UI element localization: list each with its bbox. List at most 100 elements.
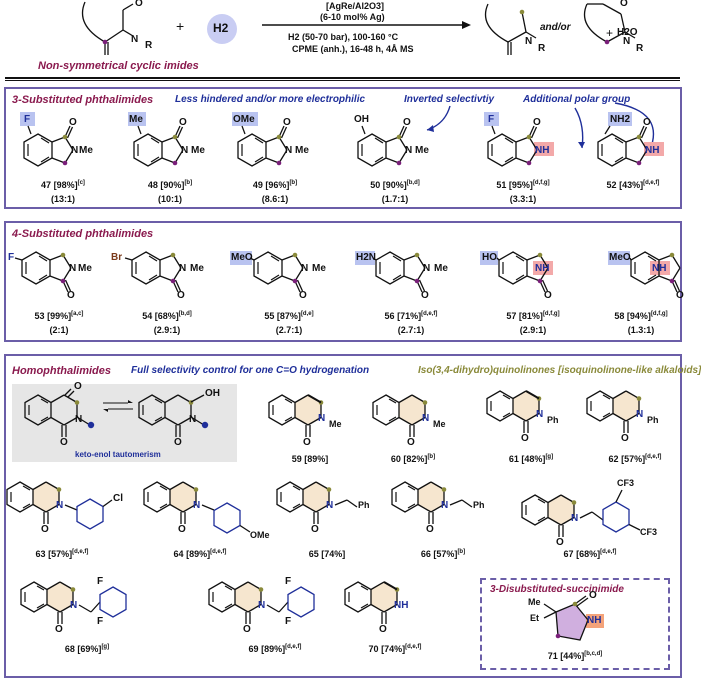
mol54-o: O	[177, 290, 185, 301]
molecule-51	[484, 112, 554, 167]
mol68-f-bot: F	[97, 616, 104, 627]
mol56-o: O	[421, 290, 429, 301]
mol69-o: O	[243, 624, 251, 635]
reactant-cyclic-imide	[81, 1, 134, 55]
mol71-o: O	[589, 590, 597, 601]
mol52-sub: NH2	[610, 114, 631, 125]
mol67-n: N	[571, 513, 579, 524]
label-66: 66 [57%][b]	[420, 549, 466, 559]
ratio-55: (2.7:1)	[275, 325, 303, 335]
top-divider	[5, 77, 680, 79]
label-51: 51 [95%][d,f,g]	[496, 180, 550, 190]
mol55-me: Me	[312, 263, 326, 274]
mol61-ph: Ph	[547, 415, 559, 425]
mol55-sub: MeO	[231, 252, 253, 263]
mol48-sub: Me	[129, 114, 143, 125]
mol48-me: Me	[191, 145, 205, 156]
isoquinolinone-row2	[6, 481, 641, 538]
mol48-o: O	[179, 117, 187, 128]
molecule-71	[543, 595, 604, 641]
mol60-me: Me	[433, 419, 446, 429]
mol49-me: Me	[295, 145, 309, 156]
mol49-sub: OMe	[233, 114, 255, 125]
tautomer-label: keto-enol tautomerism	[75, 450, 161, 459]
mol47-o: O	[69, 117, 77, 128]
molecule-47	[20, 112, 74, 167]
taut2-oh: OH	[205, 388, 220, 399]
taut2-n: N	[189, 414, 197, 425]
mol62-o: O	[621, 433, 629, 444]
product2-r: R	[636, 43, 644, 54]
label-62: 62 [57%][d,e,f]	[608, 454, 662, 464]
mol69-f-bot: F	[285, 616, 292, 627]
mol63-o: O	[41, 524, 49, 535]
mol51-o: O	[533, 117, 541, 128]
mol68-o: O	[55, 624, 63, 635]
panel4-title: 3-Disubstituted-succinimide	[490, 584, 624, 595]
product1-n: N	[525, 36, 533, 47]
mol54-sub: Br	[111, 252, 123, 263]
panel3-note-1: Full selectivity control for one C=O hyd…	[131, 365, 370, 376]
label-53: 53 [99%][a,c]	[34, 311, 84, 321]
mol59-o: O	[303, 437, 311, 448]
mol47-n: N	[71, 145, 79, 156]
label-58: 58 [94%][d,f,g]	[614, 311, 668, 321]
ratio-56: (2.7:1)	[397, 325, 425, 335]
mol67-cf3-bot: CF3	[640, 527, 658, 537]
taut2-o-bot: O	[174, 437, 182, 448]
conditions-2: CPME (anh.), 16-48 h, 4Å MS	[292, 44, 414, 54]
tautomer-molecules	[24, 388, 209, 438]
panel1-note-2: Inverted selectivtiy	[404, 94, 495, 105]
product-hydroxy-lactam	[484, 3, 537, 55]
mol62-n: N	[636, 409, 644, 420]
panel-homophthalimides	[4, 354, 682, 678]
label-54: 54 [68%][b,d]	[142, 311, 192, 321]
panel1-title: 3-Substituted phthalimides	[12, 94, 154, 106]
mol56-me: Me	[434, 263, 448, 274]
mol49-n: N	[285, 145, 293, 156]
mol61-o: O	[521, 433, 529, 444]
molecule-50	[357, 125, 408, 167]
molecule-49	[232, 112, 288, 167]
mol48-n: N	[181, 145, 189, 156]
mol57-sub: HO	[482, 252, 497, 263]
taut1-o-bot: O	[60, 437, 68, 448]
label-71: 71 [44%][b,c,d]	[547, 651, 603, 661]
mol50-me: Me	[415, 145, 429, 156]
mol67-cf3-top: CF3	[617, 478, 635, 488]
mol71-et: Et	[530, 613, 539, 623]
mol54-me: Me	[190, 263, 204, 274]
ratio-58: (1.3:1)	[627, 325, 655, 335]
andor-label: and/or	[540, 22, 571, 33]
mol65-n: N	[326, 500, 334, 511]
mol68-f-top: F	[97, 576, 104, 587]
label-70: 70 [74%][d,e,f]	[368, 644, 422, 654]
mol69-n: N	[258, 600, 266, 611]
panel3-title: Homophthalimides	[12, 365, 112, 377]
mol52-nh: NH	[645, 145, 660, 156]
mol59-me: Me	[329, 419, 342, 429]
mol64-n: N	[193, 500, 201, 511]
mol58-nh: NH	[652, 263, 667, 274]
molecule-52	[597, 112, 664, 167]
mol66-ph: Ph	[473, 500, 485, 510]
mol65-o: O	[311, 524, 319, 535]
mol69-f-top: F	[285, 576, 292, 587]
label-64: 64 [89%][d,e,f]	[173, 549, 227, 559]
mol63-n: N	[56, 500, 64, 511]
isoquinolinone-row1	[268, 390, 642, 438]
mol68-n: N	[70, 600, 78, 611]
mol60-n: N	[422, 413, 430, 424]
label-69: 69 [89%][d,e,f]	[248, 644, 302, 654]
water-label: H2O	[617, 27, 638, 38]
mol53-me: Me	[78, 263, 92, 274]
reactant-n: N	[131, 34, 139, 45]
mol64-ome: OMe	[250, 530, 270, 540]
label-59: 59 [89%]	[291, 454, 329, 464]
mol56-n: N	[423, 263, 431, 274]
label-56: 56 [71%][d,e,f]	[384, 311, 438, 321]
mol53-o: O	[67, 290, 75, 301]
label-63: 63 [57%][d,e,f]	[35, 549, 89, 559]
ratio-54: (2.9:1)	[153, 325, 181, 335]
ratio-47: (13:1)	[50, 194, 75, 204]
